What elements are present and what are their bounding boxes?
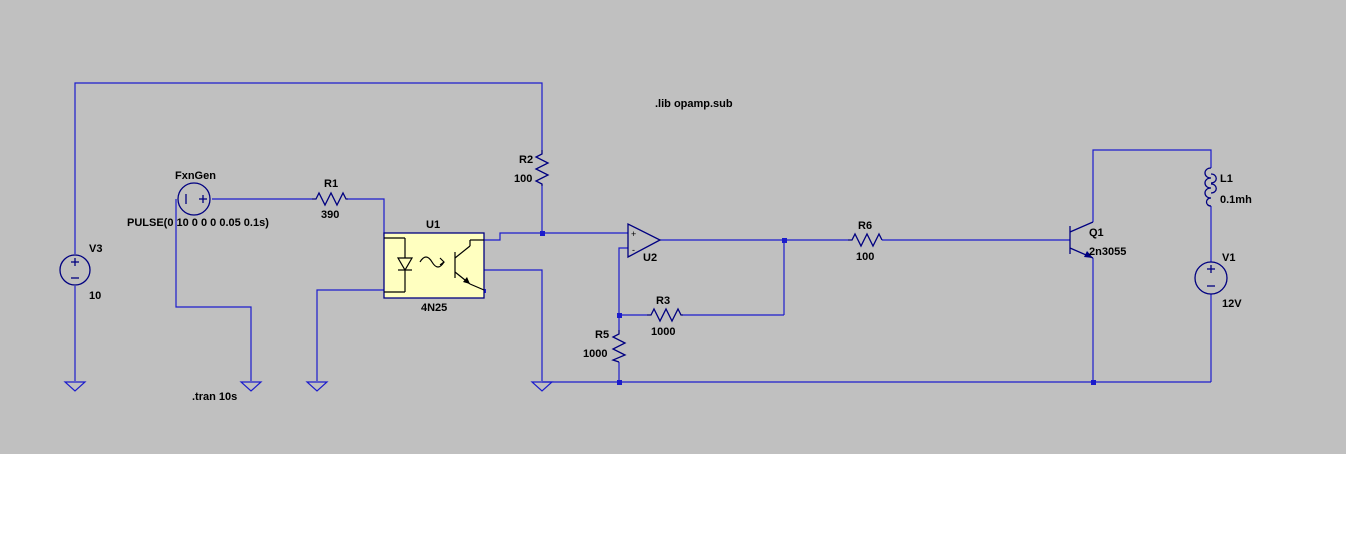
junctions <box>482 231 1096 385</box>
fxngen-source[interactable]: FxnGen PULSE(0 10 0 0 0 0.05 0.1s) <box>127 170 269 229</box>
r3-ref: R3 <box>656 295 670 307</box>
u1-value: 4N25 <box>421 302 447 314</box>
v3-value: 10 <box>89 290 101 302</box>
q1-value: 2n3055 <box>1089 246 1126 258</box>
r1-value: 390 <box>321 209 339 221</box>
r5-resistor[interactable]: R5 1000 <box>583 329 627 363</box>
u1-optocoupler[interactable]: U1 4N25 <box>383 219 485 314</box>
r2-resistor[interactable]: R2 100 <box>514 150 550 186</box>
fxngen-ref: FxnGen <box>175 170 216 182</box>
l1-value: 0.1mh <box>1220 194 1252 206</box>
r3-value: 1000 <box>651 326 675 338</box>
v1-value: 12V <box>1222 298 1242 310</box>
l1-inductor[interactable]: L1 0.1mh <box>1204 167 1252 207</box>
schematic-drawing[interactable]: V3 10 FxnGen PULSE(0 10 0 0 0 0.05 0.1s)… <box>0 0 1346 454</box>
svg-text:-: - <box>632 245 635 255</box>
r2-value: 100 <box>514 173 532 185</box>
wires <box>74 82 1212 383</box>
r3-resistor[interactable]: R3 1000 <box>647 295 683 338</box>
r6-ref: R6 <box>858 220 872 232</box>
tran-directive[interactable]: .tran 10s <box>192 391 237 403</box>
v3-ref: V3 <box>89 243 102 255</box>
u1-ref: U1 <box>426 219 440 231</box>
q1-ref: Q1 <box>1089 227 1104 239</box>
q1-npn-transistor[interactable]: Q1 2n3055 <box>1069 221 1126 259</box>
r2-ref: R2 <box>519 154 533 166</box>
r1-ref: R1 <box>324 178 338 190</box>
fxngen-value: PULSE(0 10 0 0 0 0.05 0.1s) <box>127 217 269 229</box>
u2-ref: U2 <box>643 252 657 264</box>
r5-value: 1000 <box>583 348 607 360</box>
v1-voltage-source[interactable]: V1 12V <box>1194 252 1242 310</box>
ground-symbols <box>63 381 554 392</box>
r5-ref: R5 <box>595 329 609 341</box>
schematic-canvas[interactable] <box>0 0 1346 454</box>
r6-value: 100 <box>856 251 874 263</box>
v1-ref: V1 <box>1222 252 1235 264</box>
u2-opamp[interactable]: + - U2 <box>627 222 662 264</box>
svg-text:+: + <box>631 229 636 239</box>
r6-resistor[interactable]: R6 100 <box>848 220 883 263</box>
l1-ref: L1 <box>1220 173 1233 185</box>
v3-voltage-source[interactable]: V3 10 <box>59 243 102 302</box>
r1-resistor[interactable]: R1 390 <box>312 178 348 221</box>
lib-directive[interactable]: .lib opamp.sub <box>655 98 733 110</box>
